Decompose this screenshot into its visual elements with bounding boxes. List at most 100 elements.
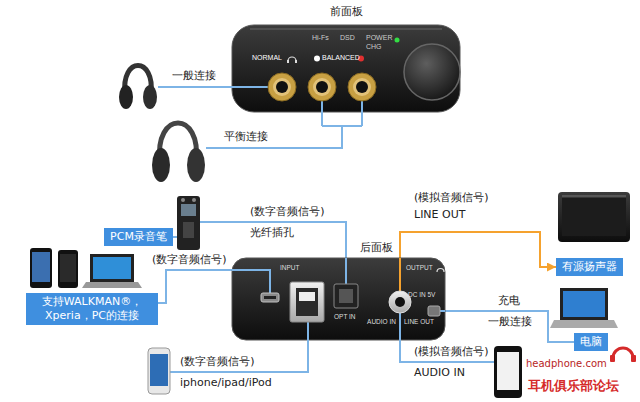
front-panel-body bbox=[314, 56, 320, 62]
device-label-box: 支持WALKMAN®，Xperia，PC的连接 bbox=[26, 293, 158, 325]
jack bbox=[276, 81, 288, 93]
jack bbox=[353, 78, 371, 96]
rear-port bbox=[389, 291, 411, 313]
iphone bbox=[150, 354, 168, 386]
panel-marking: BALANCED bbox=[322, 54, 360, 62]
box-text: 有源扬声器 bbox=[562, 260, 617, 274]
connection-label: 一般连接 bbox=[172, 69, 216, 82]
watermark: headphone.com bbox=[526, 358, 607, 370]
pcm-recorder bbox=[177, 196, 200, 250]
front-panel-body bbox=[288, 57, 296, 61]
front-panel-body bbox=[250, 29, 442, 30]
phone bbox=[497, 352, 519, 390]
rear-port bbox=[437, 269, 444, 273]
walkman-xperia-pc bbox=[60, 254, 76, 282]
device-label-box: 电脑 bbox=[574, 333, 608, 351]
headphone-normal bbox=[143, 85, 157, 109]
front-panel-body bbox=[404, 44, 460, 100]
active-speaker bbox=[558, 192, 630, 242]
panel-marking: LINE OUT bbox=[404, 318, 434, 326]
headphone-normal bbox=[119, 85, 133, 109]
watermark-logo bbox=[610, 348, 636, 362]
panel-marking: POWER bbox=[366, 34, 392, 42]
rear-port bbox=[299, 292, 315, 301]
jack bbox=[268, 73, 296, 101]
jack bbox=[313, 78, 331, 96]
laptop bbox=[563, 291, 605, 317]
walkman-xperia-pc bbox=[30, 248, 52, 288]
rear-port bbox=[334, 284, 358, 308]
panel-marking: DC IN 5V bbox=[408, 291, 435, 299]
watermark: 耳机俱乐部论坛 bbox=[528, 378, 619, 394]
active-speaker bbox=[562, 196, 626, 197]
pcm-recorder bbox=[183, 222, 194, 238]
signal-name: AUDIO IN bbox=[414, 366, 465, 379]
wire bbox=[206, 101, 362, 148]
front-panel-body bbox=[232, 25, 460, 112]
device-label: iphone/ipad/iPod bbox=[180, 376, 272, 389]
wire bbox=[232, 270, 270, 293]
jack bbox=[348, 73, 376, 101]
wire bbox=[170, 322, 308, 372]
pcm-recorder bbox=[181, 198, 185, 202]
edge-label: (模拟音频信号) bbox=[414, 191, 489, 204]
iphone bbox=[148, 348, 170, 394]
jack bbox=[273, 78, 291, 96]
wire bbox=[440, 310, 445, 312]
headphone-balanced bbox=[152, 123, 205, 182]
rear-port bbox=[261, 269, 444, 323]
rear-panel-body bbox=[232, 258, 445, 340]
pcm-recorder bbox=[192, 198, 196, 202]
connection-label: 一般连接 bbox=[488, 315, 532, 328]
laptop bbox=[550, 288, 618, 328]
wire bbox=[158, 87, 494, 372]
wire bbox=[400, 313, 494, 362]
panel-marking: CHG bbox=[366, 43, 382, 51]
box-text: 电脑 bbox=[580, 335, 602, 349]
box-text: PCM录音笔 bbox=[110, 230, 167, 244]
panel-marking: AUDIO IN bbox=[367, 318, 396, 326]
edge-label: (数字音频信号) bbox=[152, 253, 227, 266]
box-text: 支持WALKMAN®，Xperia，PC的连接 bbox=[32, 295, 152, 323]
panel-heading: 后面板 bbox=[360, 241, 393, 255]
connection-label: 平衡连接 bbox=[224, 130, 268, 143]
headphone-balanced bbox=[187, 148, 205, 182]
front-panel-body bbox=[395, 38, 400, 43]
front-panel-body bbox=[287, 60, 289, 63]
rear-port bbox=[339, 289, 353, 303]
laptop bbox=[550, 320, 618, 328]
port-label: 光纤插孔 bbox=[250, 226, 294, 239]
watermark-logo bbox=[610, 355, 615, 362]
watermark-logo bbox=[631, 355, 636, 362]
walkman-xperia-pc bbox=[32, 252, 50, 282]
rear-port bbox=[428, 306, 440, 316]
jack bbox=[356, 81, 368, 93]
signal-label: (数字音频信号) bbox=[180, 355, 255, 368]
rear-port bbox=[290, 282, 324, 322]
walkman-xperia-pc bbox=[93, 257, 131, 279]
edge-label: 充电 bbox=[498, 294, 520, 307]
walkman-xperia-pc bbox=[82, 282, 142, 288]
phone bbox=[494, 346, 522, 398]
rear-panel-body bbox=[232, 258, 445, 340]
laptop bbox=[560, 288, 608, 320]
rear-port bbox=[296, 288, 318, 316]
signal-name: LINE OUT bbox=[414, 208, 465, 221]
active-speaker bbox=[562, 198, 626, 236]
device-label-box: PCM录音笔 bbox=[104, 228, 173, 246]
panel-marking: DSD bbox=[340, 34, 355, 42]
panel-marking: OUTPUT bbox=[406, 264, 433, 272]
jack bbox=[268, 73, 376, 101]
edge-label: (数字音频信号) bbox=[250, 205, 325, 218]
panel-marking: OPT IN bbox=[334, 313, 356, 321]
wire bbox=[345, 258, 347, 284]
watermark-logo bbox=[613, 348, 633, 358]
front-panel-body bbox=[232, 25, 460, 112]
signal-label: (模拟音频信号) bbox=[414, 345, 489, 358]
jack bbox=[316, 81, 328, 93]
panel-marking: INPUT bbox=[280, 264, 300, 272]
wire-line-out bbox=[399, 258, 401, 291]
pcm-recorder bbox=[181, 204, 196, 216]
